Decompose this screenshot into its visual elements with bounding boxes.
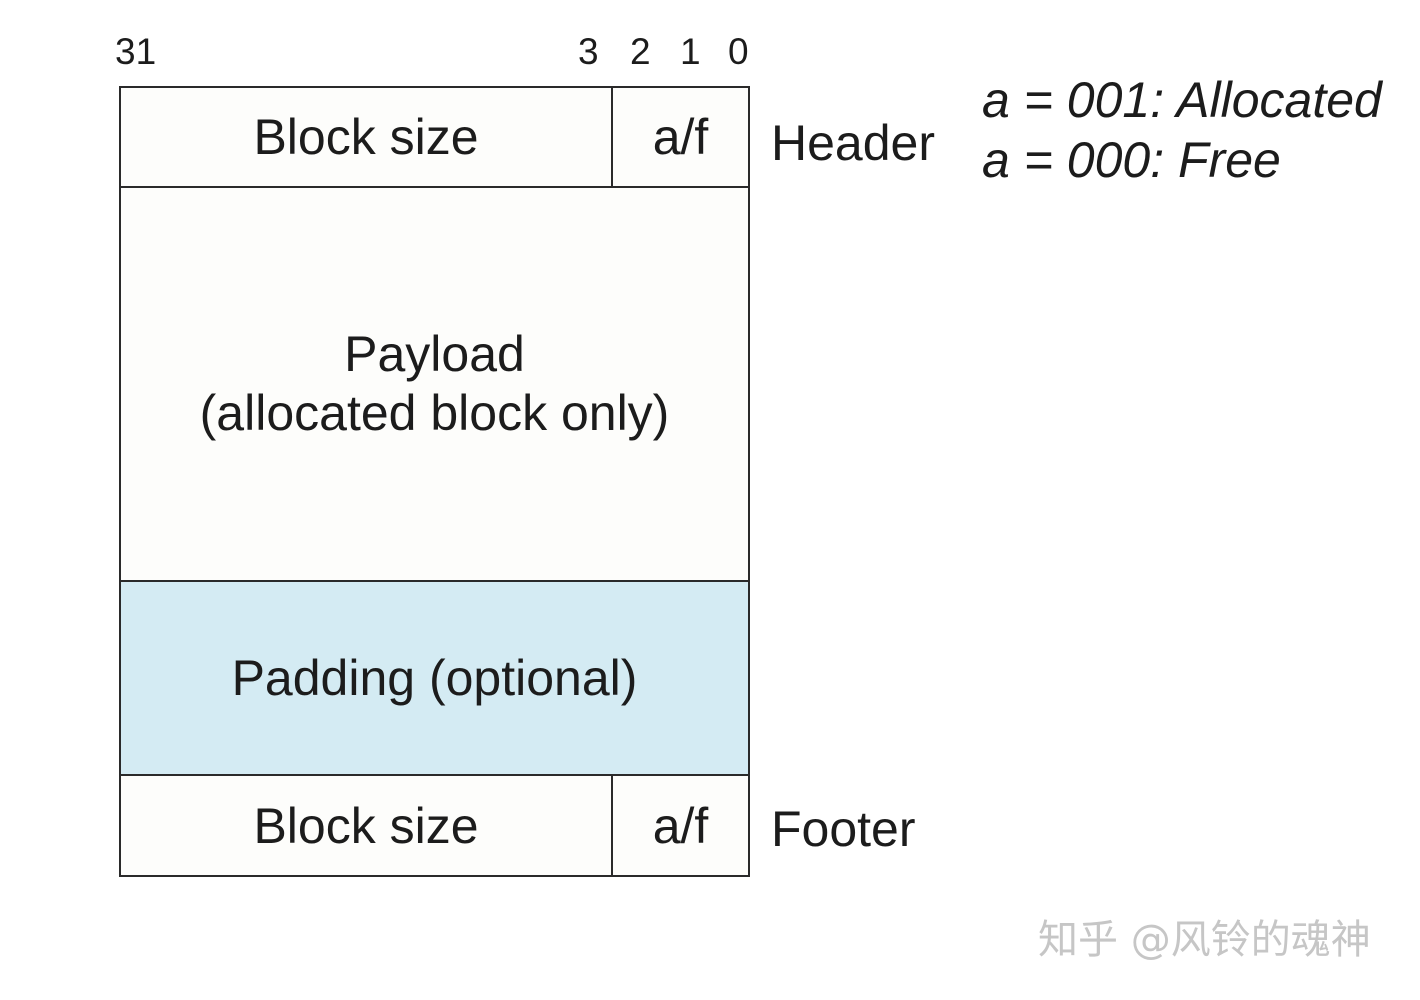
watermark: 知乎 @风铃的魂神: [1038, 917, 1371, 963]
padding-region: Padding (optional): [121, 582, 748, 776]
payload-region: Payload (allocated block only): [121, 188, 748, 582]
bit-label-1: 1: [680, 31, 701, 72]
header-alloc-flag: a/f: [652, 109, 709, 165]
bit-label-0: 0: [728, 31, 749, 72]
heap-block-diagram: Block size a/f Payload (allocated block …: [119, 86, 750, 877]
legend-free: a = 000: Free: [982, 132, 1281, 188]
footer-label: Footer: [771, 801, 916, 857]
bit-label-2: 2: [630, 31, 651, 72]
header-block-size: Block size: [121, 88, 613, 186]
flag-legend: a = 001: Allocated a = 000: Free: [982, 70, 1382, 190]
payload-title: Payload: [344, 326, 525, 382]
footer-block-size: Block size: [121, 776, 613, 875]
header-label: Header: [771, 115, 935, 171]
bit-label-3: 3: [578, 31, 599, 72]
payload-note: (allocated block only): [199, 385, 670, 441]
footer-alloc-flag: a/f: [652, 797, 709, 854]
padding-text: Padding (optional): [231, 649, 638, 706]
payload-text: Payload (allocated block only): [121, 188, 748, 580]
bit-label-31: 31: [115, 31, 157, 72]
footer-row: Block size a/f: [121, 776, 748, 875]
header-row: Block size a/f: [121, 88, 748, 188]
legend-allocated: a = 001: Allocated: [982, 72, 1382, 128]
